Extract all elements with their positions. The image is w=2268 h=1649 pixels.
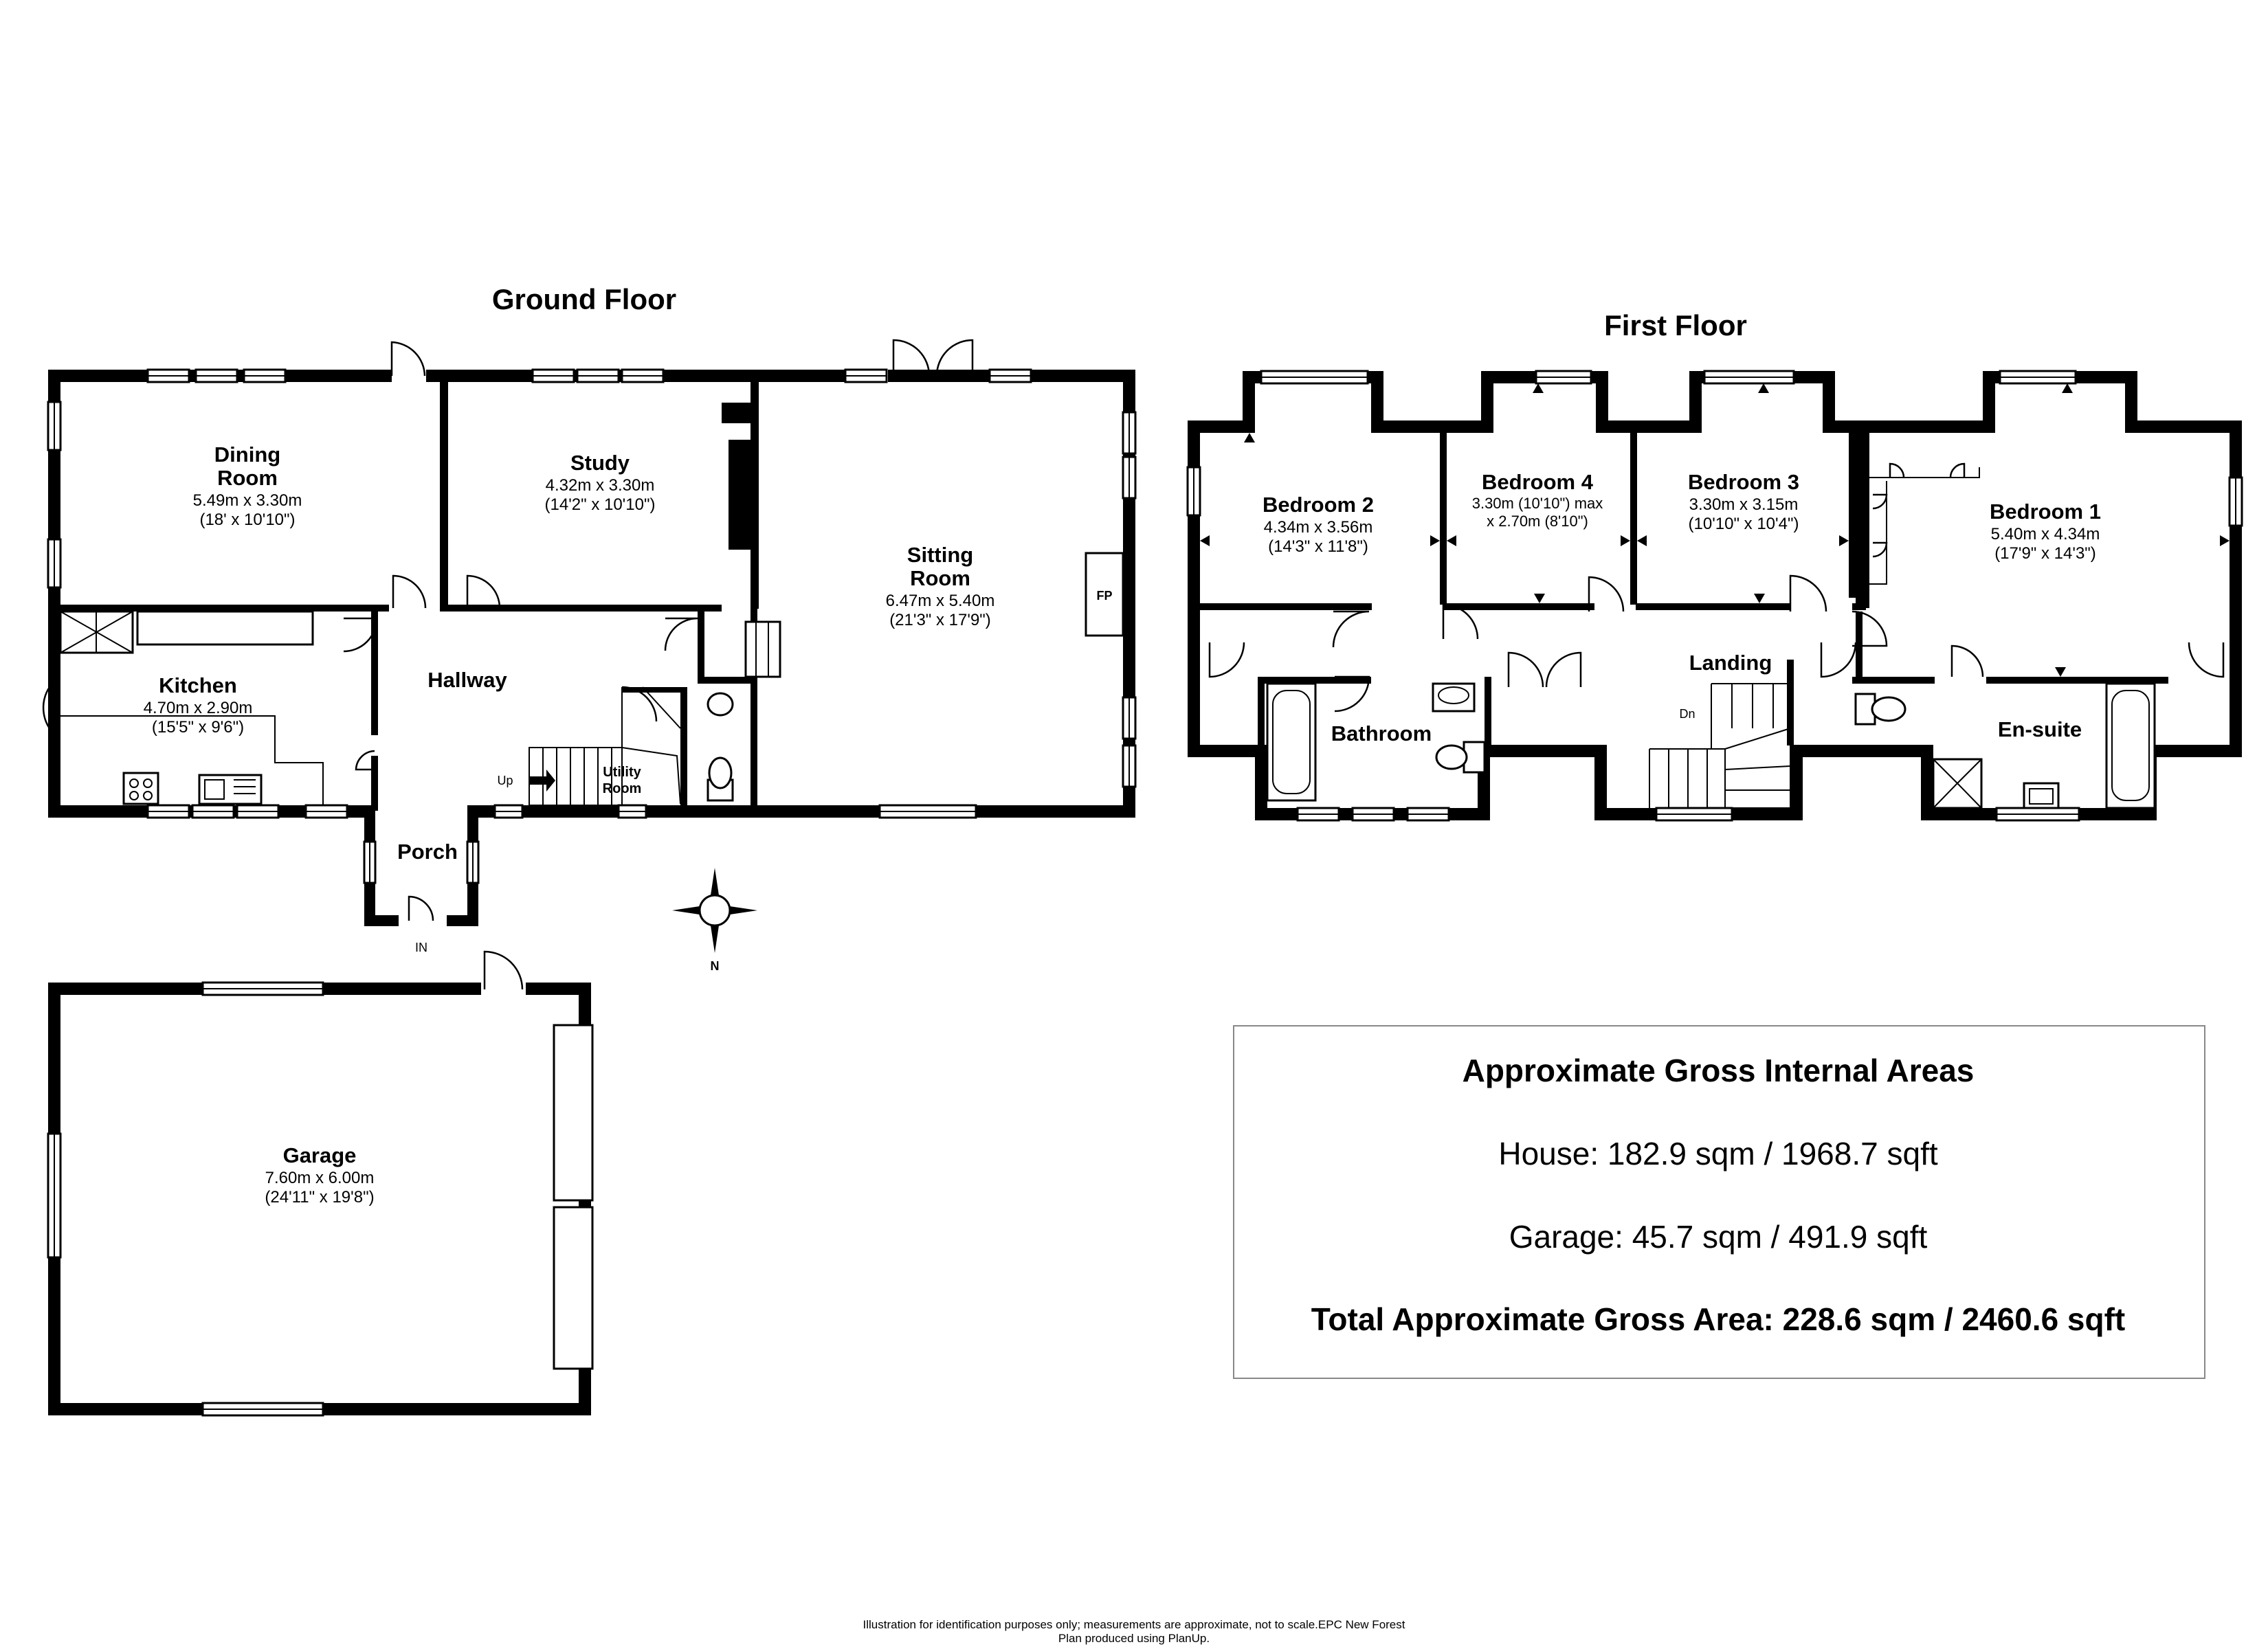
areas-heading: Approximate Gross Internal Areas (1463, 1053, 1975, 1088)
stairs-down-label: Dn (1679, 707, 1695, 721)
bedroom-2-dim-m: 4.34m x 3.56m (1264, 518, 1373, 537)
sitting-room-name-line2: Room (910, 566, 970, 590)
bathroom-name: Bathroom (1331, 721, 1432, 745)
bedroom-3-dim-m: 3.30m x 3.15m (1689, 495, 1799, 514)
bedroom-2-name: Bedroom 2 (1263, 493, 1374, 517)
first-floor-fixtures (1200, 383, 2230, 809)
entrance-label: IN (415, 941, 427, 954)
footer-credit: Plan produced using PlanUp. (1058, 1632, 1210, 1645)
bedroom-4-name: Bedroom 4 (1482, 470, 1594, 494)
stairs-up-label: Up (497, 774, 513, 787)
compass-rose: N (672, 868, 757, 973)
ensuite-name: En-suite (1998, 717, 2082, 741)
bedroom-3-dim-ft: (10'10" x 10'4") (1689, 515, 1799, 533)
dining-room-name-line1: Dining (214, 442, 280, 467)
bedroom-4-dim-line2: x 2.70m (8'10") (1487, 513, 1588, 530)
compass-north-label: N (711, 959, 720, 973)
sitting-room-dim-m: 6.47m x 5.40m (886, 592, 995, 610)
hallway-name: Hallway (427, 668, 507, 692)
dining-room-dim-ft: (18' x 10'10") (199, 511, 295, 529)
sitting-room-name-line1: Sitting (907, 543, 973, 567)
bedroom-3-name: Bedroom 3 (1688, 470, 1799, 494)
ground-floor-title: Ground Floor (492, 283, 676, 315)
bedroom-1-dim-m: 5.40m x 4.34m (1991, 525, 2100, 543)
garage-walls (47, 950, 594, 1417)
kitchen-name: Kitchen (159, 673, 237, 697)
ground-floor-labels: Dining Room 5.49m x 3.30m (18' x 10'10")… (144, 442, 1113, 954)
study-dim-ft: (14'2" x 10'10") (545, 495, 656, 514)
bedroom-4-dim-line1: 3.30m (10'10") max (1472, 495, 1603, 512)
landing-name: Landing (1689, 651, 1772, 675)
bedroom-1-dim-ft: (17'9" x 14'3") (1994, 544, 2096, 563)
first-floor-windows (1186, 370, 2243, 822)
fireplace-label: FP (1096, 589, 1112, 603)
kitchen-dim-m: 4.70m x 2.90m (144, 699, 253, 717)
garage-labels: Garage 7.60m x 6.00m (24'11" x 19'8") (265, 1143, 374, 1207)
utility-room-name-line2: Room (603, 781, 642, 796)
first-floor-labels: Bedroom 2 4.34m x 3.56m (14'3" x 11'8") … (1263, 470, 2101, 745)
kitchen-dim-ft: (15'5" x 9'6") (152, 718, 244, 737)
first-floor-walls (1188, 371, 2242, 820)
bedroom-1-name: Bedroom 1 (1990, 500, 2101, 524)
utility-room-name-line1: Utility (603, 765, 641, 780)
ground-floor-fixtures (59, 552, 1124, 806)
dining-room-dim-m: 5.49m x 3.30m (193, 491, 302, 510)
first-floor-doors (1208, 462, 2225, 713)
garage-dim-m: 7.60m x 6.00m (265, 1169, 375, 1187)
ground-floor-windows (47, 368, 1137, 884)
dining-room-name-line2: Room (217, 466, 278, 490)
bedroom-2-dim-ft: (14'3" x 11'8") (1268, 537, 1368, 556)
garage-area: Garage: 45.7 sqm / 491.9 sqft (1509, 1219, 1928, 1255)
porch-name: Porch (397, 840, 458, 864)
garage-name: Garage (283, 1143, 357, 1167)
house-area: House: 182.9 sqm / 1968.7 sqft (1498, 1136, 1938, 1171)
first-floor-title: First Floor (1604, 309, 1747, 341)
areas-panel: Approximate Gross Internal Areas House: … (1233, 1025, 2205, 1379)
total-area: Total Approximate Gross Area: 228.6 sqm … (1311, 1301, 2126, 1337)
garage-dim-ft: (24'11" x 19'8") (265, 1188, 374, 1207)
ground-floor-doors (42, 339, 974, 921)
study-dim-m: 4.32m x 3.30m (546, 476, 655, 495)
sitting-room-dim-ft: (21'3" x 17'9") (889, 611, 991, 629)
study-name: Study (570, 451, 630, 475)
footer-disclaimer: Illustration for identification purposes… (863, 1618, 1405, 1631)
